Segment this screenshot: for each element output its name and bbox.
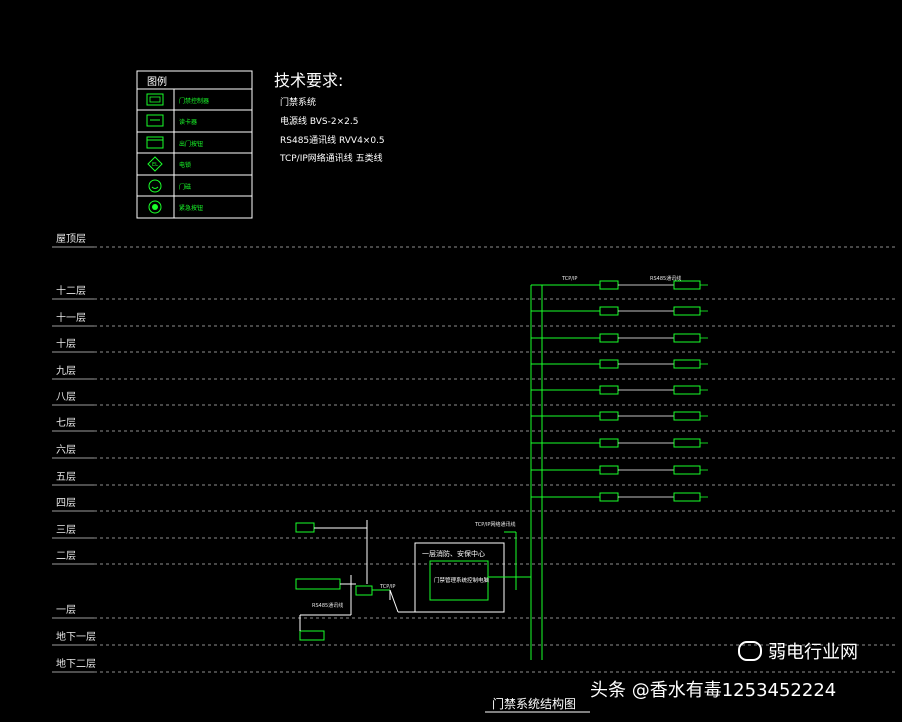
floor-label: 八层 [56, 391, 76, 403]
card-reader-icon [146, 114, 164, 127]
door-contact-icon [148, 179, 162, 193]
tech-line-2: RS485通讯线 RVV4×0.5 [280, 134, 385, 146]
riser-tcp-label: TCP/IP [561, 276, 577, 282]
riser-rs485-label: RS485通讯线 [650, 275, 681, 282]
legend-label-0: 门禁控制器 [179, 97, 209, 105]
floor-controller [599, 280, 619, 290]
center-inner: 门禁管理系统控制电脑 [434, 576, 490, 584]
center-title: 一层消防、安保中心 [422, 549, 485, 558]
floor-controller [599, 385, 619, 395]
floor-label: 地下一层 [56, 630, 96, 643]
legend-box: 图例 EL 门禁控制器 读卡器 出门按钮 电锁 门磁 [136, 70, 253, 219]
emergency-button-icon [148, 200, 162, 214]
floor-label: 地下二层 [56, 657, 96, 670]
exit-button-icon [146, 136, 164, 149]
tech-line-0: 门禁系统 [280, 96, 316, 108]
floor-label: 九层 [56, 365, 76, 377]
tech-line-3: TCP/IP网络通讯线 五类线 [279, 152, 383, 164]
floor-label: 十二层 [56, 284, 86, 297]
legend-label-3: 电锁 [179, 161, 191, 169]
watermark-left-text: 头条 @香水有毒1253452224 [590, 680, 837, 701]
floor-label: 五层 [56, 471, 76, 483]
floor-reader [673, 280, 701, 290]
watermark-left: 头条 @香水有毒1253452224 [590, 676, 836, 702]
floor-controller [599, 492, 619, 502]
electric-lock-icon: EL [147, 156, 163, 172]
ground-devices: TCP/IP RS485通讯线 [295, 520, 415, 641]
wechat-icon [738, 641, 762, 661]
reader-device-2 [295, 578, 341, 590]
floor-reader [673, 333, 701, 343]
floor-label: 十层 [56, 337, 76, 350]
ground-controller [355, 585, 373, 596]
floor-reader [673, 306, 701, 316]
floor-reader [673, 411, 701, 421]
ground-tcp-label: TCP/IP [379, 584, 395, 590]
tech-requirements: 技术要求: 门禁系统 电源线 BVS-2×2.5 RS485通讯线 RVV4×0… [274, 71, 385, 164]
floor-reader [673, 492, 701, 502]
floor-reader [673, 385, 701, 395]
floor-label: 十一层 [56, 311, 86, 324]
legend-label-2: 出门按钮 [179, 140, 203, 148]
floor-branches [531, 280, 708, 502]
watermark-right-text: 弱电行业网 [768, 642, 858, 663]
floor-label: 三层 [56, 524, 76, 536]
floor-controller [599, 438, 619, 448]
riser: TCP/IP RS485通讯线 [530, 275, 681, 660]
reader-device-3 [299, 630, 325, 641]
legend-label-1: 读卡器 [179, 118, 197, 126]
floor-reader [673, 438, 701, 448]
legend-label-5: 紧急按钮 [179, 204, 203, 212]
controller-icon [146, 93, 164, 106]
tech-line-1: 电源线 BVS-2×2.5 [280, 115, 358, 127]
svg-text:EL: EL [152, 162, 158, 168]
rs485-small-label: RS485通讯线 [312, 602, 343, 609]
floor-reader [673, 359, 701, 369]
reader-device-1 [295, 522, 315, 533]
floor-label: 一层 [56, 604, 76, 616]
floor-reader [673, 465, 701, 475]
tech-title: 技术要求: [274, 71, 343, 90]
center-top-annot: TCP/IP网络通讯线 [474, 521, 515, 528]
legend-title: 图例 [147, 75, 167, 88]
control-center: 一层消防、安保中心 门禁管理系统控制电脑 TCP/IP网络通讯线 [414, 521, 531, 613]
floor-controller [599, 359, 619, 369]
floor-label: 六层 [56, 444, 76, 456]
floor-label: 二层 [56, 550, 76, 562]
legend-label-4: 门磁 [179, 183, 191, 191]
floor-controller [599, 333, 619, 343]
floor-label: 四层 [56, 497, 76, 509]
watermark-right: 弱电行业网 [738, 638, 858, 664]
floor-controller [599, 411, 619, 421]
floor-label: 七层 [56, 417, 76, 429]
floor-controller [599, 306, 619, 316]
floor-controller [599, 465, 619, 475]
floor-label: 屋顶层 [56, 233, 86, 245]
diagram-caption: 门禁系统结构图 [492, 696, 576, 711]
